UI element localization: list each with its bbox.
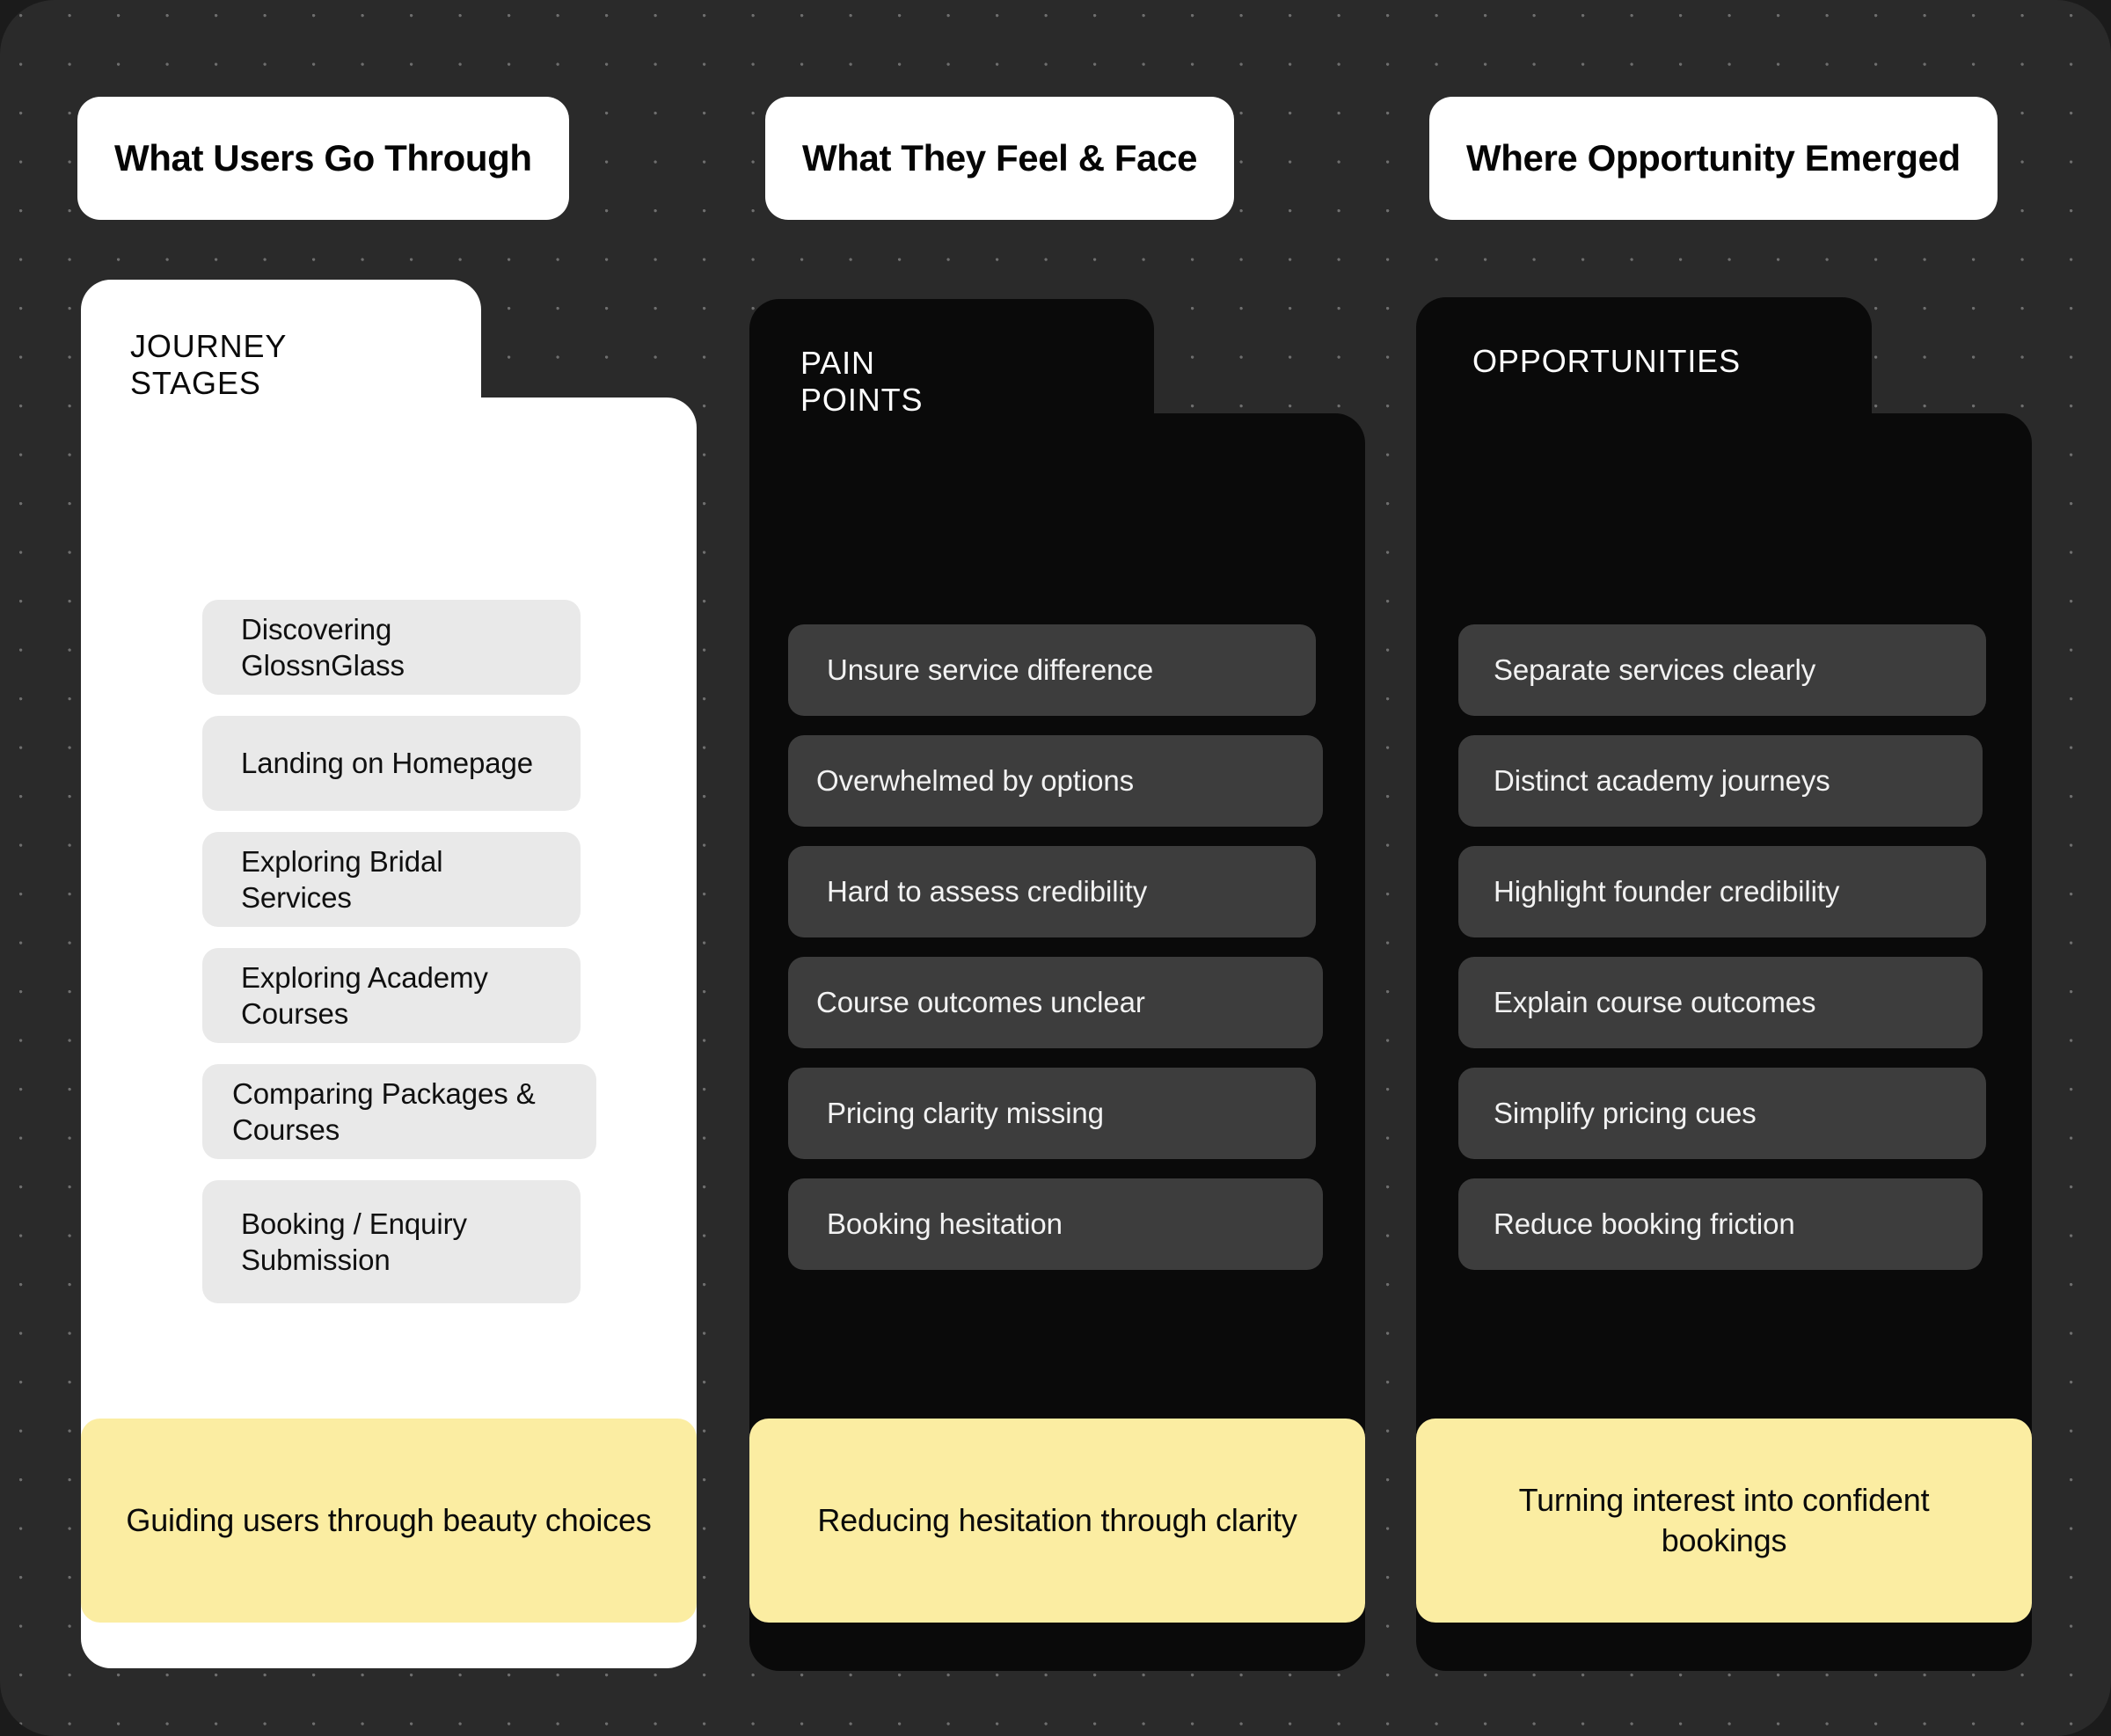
list-item[interactable]: Overwhelmed by options xyxy=(788,735,1323,827)
list-item-label: Pricing clarity missing xyxy=(827,1097,1104,1130)
list-item[interactable]: Discovering GlossnGlass xyxy=(202,600,581,695)
list-item-label: Simplify pricing cues xyxy=(1494,1097,1757,1130)
list-item[interactable]: Pricing clarity missing xyxy=(788,1068,1316,1159)
list-item[interactable]: Separate services clearly xyxy=(1458,624,1986,716)
panel-title: JOURNEY STAGES xyxy=(130,328,287,401)
list-item[interactable]: Course outcomes unclear xyxy=(788,957,1323,1048)
list-item-label: Explain course outcomes xyxy=(1494,986,1816,1019)
list-item-label: Discovering GlossnGlass xyxy=(241,612,405,682)
column-header-label: Where Opportunity Emerged xyxy=(1466,137,1961,179)
summary-banner-opportunity: Turning interest into confident bookings xyxy=(1416,1419,2032,1623)
pain-points-list: Unsure service difference Overwhelmed by… xyxy=(788,624,1323,1270)
list-item[interactable]: Exploring Bridal Services xyxy=(202,832,581,927)
summary-banner-label: Turning interest into confident bookings xyxy=(1518,1481,1930,1558)
list-item[interactable]: Simplify pricing cues xyxy=(1458,1068,1986,1159)
list-item-label: Distinct academy journeys xyxy=(1494,764,1830,798)
list-item-label: Exploring Academy Courses xyxy=(241,960,488,1030)
list-item[interactable]: Reduce booking friction xyxy=(1458,1178,1983,1270)
list-item[interactable]: Hard to assess credibility xyxy=(788,846,1316,937)
summary-banner-pain: Reducing hesitation through clarity xyxy=(749,1419,1365,1623)
list-item-label: Course outcomes unclear xyxy=(816,986,1145,1019)
list-item-label: Comparing Packages & Courses xyxy=(232,1076,536,1146)
list-item-label: Reduce booking friction xyxy=(1494,1207,1795,1241)
journey-stages-list: Discovering GlossnGlass Landing on Homep… xyxy=(202,600,596,1303)
summary-banner-label: Guiding users through beauty choices xyxy=(126,1501,652,1538)
list-item-label: Unsure service difference xyxy=(827,653,1154,687)
list-item-label: Landing on Homepage xyxy=(241,747,534,780)
summary-banner-journey: Guiding users through beauty choices xyxy=(81,1419,697,1623)
list-item[interactable]: Landing on Homepage xyxy=(202,716,581,811)
summary-banner-label: Reducing hesitation through clarity xyxy=(817,1501,1297,1538)
list-item[interactable]: Booking hesitation xyxy=(788,1178,1323,1270)
list-item-label: Booking / Enquiry Submission xyxy=(241,1207,467,1276)
list-item-label: Highlight founder credibility xyxy=(1494,875,1840,908)
list-item-label: Booking hesitation xyxy=(827,1207,1063,1241)
column-header-label: What Users Go Through xyxy=(114,137,532,179)
list-item-label: Exploring Bridal Services xyxy=(241,844,443,914)
list-item[interactable]: Explain course outcomes xyxy=(1458,957,1983,1048)
list-item-label: Hard to assess credibility xyxy=(827,875,1148,908)
panel-title: PAIN POINTS xyxy=(800,345,924,418)
list-item[interactable]: Distinct academy journeys xyxy=(1458,735,1983,827)
list-item-label: Separate services clearly xyxy=(1494,653,1816,687)
list-item[interactable]: Exploring Academy Courses xyxy=(202,948,581,1043)
list-item[interactable]: Highlight founder credibility xyxy=(1458,846,1986,937)
column-header-pill-opportunity: Where Opportunity Emerged xyxy=(1429,97,1998,220)
list-item[interactable]: Comparing Packages & Courses xyxy=(202,1064,596,1159)
column-header-pill-users: What Users Go Through xyxy=(77,97,569,220)
list-item-label: Overwhelmed by options xyxy=(816,764,1134,798)
list-item[interactable]: Unsure service difference xyxy=(788,624,1316,716)
panel-title: OPPORTUNITIES xyxy=(1472,343,1742,379)
column-header-pill-feelings: What They Feel & Face xyxy=(765,97,1235,220)
opportunities-list: Separate services clearly Distinct acade… xyxy=(1458,624,1986,1270)
column-header-label: What They Feel & Face xyxy=(802,137,1198,179)
list-item[interactable]: Booking / Enquiry Submission xyxy=(202,1180,581,1303)
